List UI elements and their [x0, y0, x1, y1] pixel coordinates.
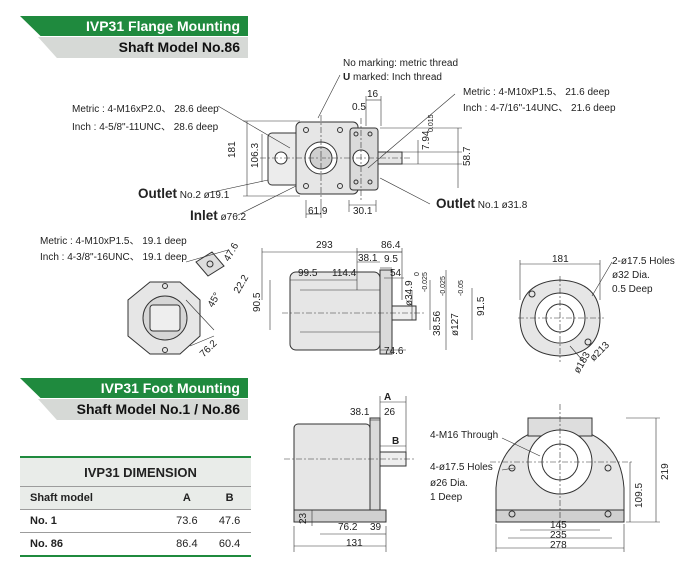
foot-dim-219: 219 — [660, 463, 671, 480]
header-shaft-model: Shaft model — [20, 486, 166, 510]
table-row: No. 1 73.6 47.6 — [20, 509, 251, 533]
banner-subtitle: Shaft Model No.1 / No.86 — [76, 401, 240, 417]
row-a-value: 73.6 — [165, 509, 209, 533]
dim-91-5: 91.5 — [476, 296, 487, 316]
row-shaft-model: No. 1 — [20, 509, 166, 533]
header-a: A — [165, 486, 209, 510]
dim-tol-neg-0-05: -0.05 — [458, 280, 465, 296]
flange-dimension-lines — [207, 74, 462, 218]
u-letter: U — [343, 72, 351, 83]
dim-tol-neg-0-025-b: -0.025 — [440, 276, 447, 296]
row-b-value: 60.4 — [208, 532, 251, 557]
metric-thread-right: Metric : 4-M10xP1.5、 21.6 deep — [463, 87, 610, 98]
side-dimension-lines — [261, 248, 473, 351]
foot-dim-a: A — [384, 392, 392, 403]
dim-7-94: 7.94 — [421, 130, 432, 150]
foot-dim-39: 39 — [370, 522, 382, 533]
dim-54: 54 — [390, 268, 402, 279]
row-shaft-model: No. 86 — [20, 532, 166, 557]
row-a-value: 86.4 — [165, 532, 209, 557]
foot-dim-26: 26 — [384, 407, 396, 418]
header-b: B — [208, 486, 251, 510]
table-title: IVP31 DIMENSION — [20, 456, 251, 487]
dim-74-6: 74.6 — [384, 346, 404, 357]
dim-61-9: 61.9 — [308, 206, 328, 217]
port-flange-view — [127, 249, 229, 355]
foot-dim-38-1: 38.1 — [350, 407, 370, 418]
foot-side-dimension-lines — [293, 396, 407, 552]
foot-mounting-banner: IVP31 Foot Mounting Shaft Model No.1 / N… — [20, 378, 248, 420]
foot-dim-76-2: 76.2 — [338, 522, 358, 533]
end-dim-181: 181 — [552, 254, 569, 265]
row-b-value: 47.6 — [208, 509, 251, 533]
no-marking-note: No marking: metric thread — [343, 58, 459, 69]
outlet2-callout: Outlet No.2 ø19.1 — [138, 186, 229, 201]
inlet-callout: Inlet ø76.2 — [190, 208, 246, 223]
metric-thread-left: Metric : 4-M16xP2.0、 28.6 deep — [72, 104, 219, 115]
foot-front-dimension-lines — [495, 417, 660, 552]
outlet2-label: Outlet — [138, 186, 177, 201]
foot-dia-note: ø26 Dia. — [430, 478, 468, 489]
dim-9-5: 9.5 — [384, 254, 398, 265]
pump-side-view — [282, 269, 425, 355]
dim-tol-neg-0-025: -0.025 — [422, 272, 429, 292]
flange-mounting-banner: IVP31 Flange Mounting Shaft Model No.86 — [20, 16, 248, 58]
dim-34-9: ø34.9 — [404, 280, 415, 306]
banner-subtitle: Shaft Model No.86 — [118, 39, 240, 55]
dim-38-1: 38.1 — [358, 253, 378, 264]
dim-tolerance-0-015: 0.015 — [428, 114, 435, 132]
outlet2-value: No.2 ø19.1 — [179, 190, 230, 201]
dimension-table: IVP31 DIMENSION Shaft model A B No. 1 73… — [20, 456, 251, 557]
end-holes-note: 2-ø17.5 Holes — [612, 256, 675, 267]
dim-106-3: 106.3 — [250, 142, 261, 168]
foot-dim-278: 278 — [550, 540, 567, 551]
dim-99-5: 99.5 — [298, 268, 318, 279]
dim-293: 293 — [316, 240, 333, 251]
banner-title: IVP31 Flange Mounting — [85, 18, 240, 34]
banner-title: IVP31 Foot Mounting — [100, 380, 240, 396]
foot-holes-note: 4-ø17.5 Holes — [430, 462, 493, 473]
dim-114-4: 114.4 — [332, 268, 357, 279]
metric-thread-side: Metric : 4-M10xP1.5、 19.1 deep — [40, 236, 187, 247]
outlet1-label: Outlet — [436, 196, 475, 211]
foot-side-view — [284, 417, 414, 523]
foot-dim-b: B — [392, 436, 400, 447]
foot-deep-note: 1 Deep — [430, 492, 463, 503]
outlet1-value: No.1 ø31.8 — [477, 200, 528, 211]
outlet1-callout: Outlet No.1 ø31.8 — [436, 196, 527, 211]
dim-0-5: 0.5 — [352, 102, 366, 113]
table-row: No. 86 86.4 60.4 — [20, 532, 251, 557]
foot-front-view — [490, 404, 632, 530]
dim-30-1: 30.1 — [353, 206, 373, 217]
end-view — [518, 276, 604, 362]
end-deep-note: 0.5 Deep — [612, 284, 653, 295]
inch-thread-side: Inch : 4-3/8"-16UNC、 19.1 deep — [40, 252, 187, 263]
u-marked-note: U marked: Inch thread — [343, 72, 442, 83]
dim-86-4: 86.4 — [381, 240, 401, 251]
foot-through-note: 4-M16 Through — [430, 430, 499, 441]
dim-90-5: 90.5 — [252, 292, 263, 312]
foot-dim-145: 145 — [550, 520, 567, 531]
table-header-row: Shaft model A B — [20, 486, 251, 510]
foot-dim-109-5: 109.5 — [634, 482, 645, 508]
end-dia-note: ø32 Dia. — [612, 270, 650, 281]
inlet-label: Inlet — [190, 208, 218, 223]
foot-dim-23: 23 — [298, 512, 309, 524]
dim-tol-0: 0 — [414, 272, 421, 276]
end-dimension-lines — [519, 260, 613, 363]
dim-127: ø127 — [450, 313, 461, 336]
inch-thread-right: Inch : 4-7/16"-14UNC、 21.6 deep — [463, 103, 616, 114]
u-marked-text: marked: Inch thread — [353, 72, 442, 83]
dim-58-7: 58.7 — [462, 146, 473, 166]
dim-181: 181 — [227, 141, 238, 158]
dim-38-56: 38.56 — [432, 310, 443, 336]
inlet-value: ø76.2 — [220, 212, 247, 223]
inch-thread-left: Inch : 4-5/8"-11UNC、 28.6 deep — [72, 122, 219, 133]
flange-front-view — [260, 115, 410, 200]
foot-dim-235: 235 — [550, 530, 567, 541]
foot-dim-131: 131 — [346, 538, 363, 549]
dim-16: 16 — [367, 89, 379, 100]
